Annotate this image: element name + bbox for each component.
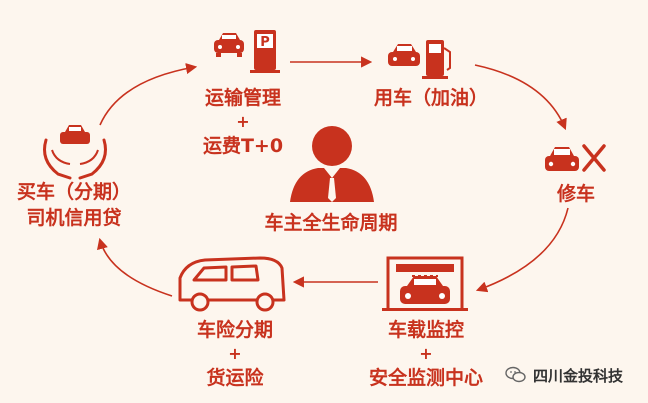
repair-label: 修车 — [556, 183, 595, 205]
watermark-text: 四川金投科技 — [533, 366, 624, 385]
wechat-icon — [505, 366, 526, 383]
monitor-plus: + — [419, 344, 433, 363]
use-label: 用车（加油） — [373, 87, 488, 109]
person-icon — [290, 126, 374, 202]
insurance-subtitle: 货运险 — [206, 367, 264, 389]
car-wash-icon — [382, 256, 468, 311]
watermark: 四川金投科技 — [505, 364, 623, 386]
buy-label: 买车（分期） — [16, 181, 131, 203]
transport-subtitle: 运费T+0 — [202, 135, 284, 157]
arrow-buy-to-transport — [99, 63, 198, 126]
arrow-use-to-repair — [474, 64, 567, 131]
arrow-insurance-to-buy — [97, 237, 173, 297]
insurance-plus: + — [228, 344, 242, 363]
cycle-arrows — [97, 56, 569, 297]
center-title: 车主全生命周期 — [264, 212, 398, 234]
monitor-subtitle: 安全监测中心 — [368, 367, 483, 389]
car-wrench-icon — [545, 144, 606, 172]
insurance-label: 车险分期 — [196, 319, 273, 341]
buy-subtitle: 司机信用贷 — [26, 207, 122, 229]
car-parking-icon: P — [214, 30, 280, 73]
van-icon — [178, 256, 286, 312]
arrow-repair-to-monitor — [475, 207, 569, 293]
transport-label: 运输管理 — [204, 87, 281, 109]
svg-text:P: P — [260, 35, 270, 50]
hands-car-icon — [43, 125, 107, 180]
car-fuel-icon — [388, 40, 451, 79]
monitor-label: 车载监控 — [387, 319, 464, 341]
transport-plus: + — [236, 112, 250, 131]
